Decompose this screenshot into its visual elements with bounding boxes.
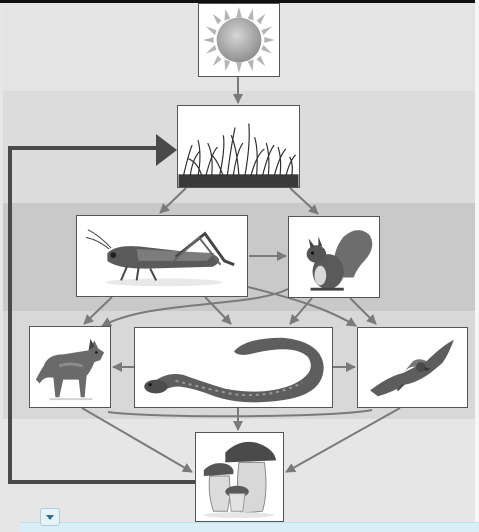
edge-grasshopper-wolf bbox=[83, 296, 113, 325]
edge-mushrooms-grass bbox=[8, 146, 195, 484]
squirrel-icon bbox=[306, 230, 373, 291]
node-hawk bbox=[357, 327, 468, 408]
edge-squirrel-hawk bbox=[349, 297, 377, 325]
mushroom-icon bbox=[203, 441, 277, 519]
cycle-arrowhead bbox=[156, 134, 177, 166]
edge-grass-grasshopper bbox=[159, 187, 187, 214]
edge-squirrel-snake bbox=[289, 297, 313, 325]
grasshopper-icon bbox=[85, 229, 235, 287]
node-sun bbox=[198, 3, 280, 77]
bottom-panel bbox=[20, 522, 479, 532]
edge-hawk-mushrooms bbox=[285, 407, 401, 473]
node-squirrel bbox=[288, 216, 380, 298]
node-wolf bbox=[29, 326, 111, 408]
edge-grasshopper-hawk bbox=[247, 286, 357, 327]
edge-grass-squirrel bbox=[289, 187, 319, 215]
wolf-icon bbox=[35, 338, 105, 401]
node-mushrooms bbox=[195, 432, 284, 522]
edge-wolf-mushrooms bbox=[81, 407, 193, 473]
chevron-down-icon[interactable] bbox=[40, 508, 60, 526]
node-grasshopper bbox=[76, 215, 248, 297]
window-top-border bbox=[0, 0, 479, 3]
grass-icon bbox=[178, 123, 299, 187]
hawk-icon bbox=[370, 339, 454, 397]
edge-wolf-snake-hawk-bar bbox=[107, 409, 373, 418]
node-grass bbox=[177, 105, 300, 188]
node-snake bbox=[134, 327, 333, 408]
edge-grasshopper-snake bbox=[204, 296, 232, 325]
sun-icon bbox=[203, 6, 275, 74]
edge-squirrel-wolf bbox=[101, 288, 289, 327]
snake-icon bbox=[144, 337, 324, 403]
window-right-edge bbox=[475, 0, 479, 531]
